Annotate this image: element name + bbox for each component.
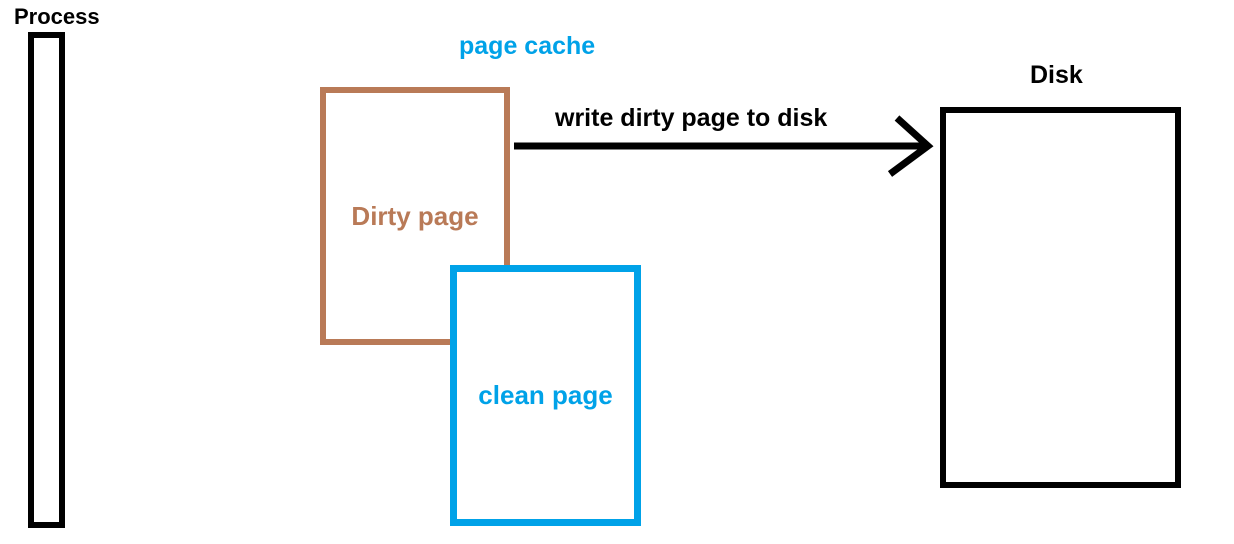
dirty-page-label: Dirty page [351,200,479,231]
disk-box [940,107,1181,488]
page-cache-label: page cache [459,32,596,60]
clean-page-box: clean page [450,265,641,526]
right-arrow-icon [514,115,934,177]
clean-page-label: clean page [478,380,613,410]
process-label: Process [14,4,100,29]
dirty-page-box: Dirty page [320,87,510,345]
process-box [28,32,65,528]
disk-label: Disk [1030,61,1083,89]
write-arrow-label: write dirty page to disk [555,104,828,132]
